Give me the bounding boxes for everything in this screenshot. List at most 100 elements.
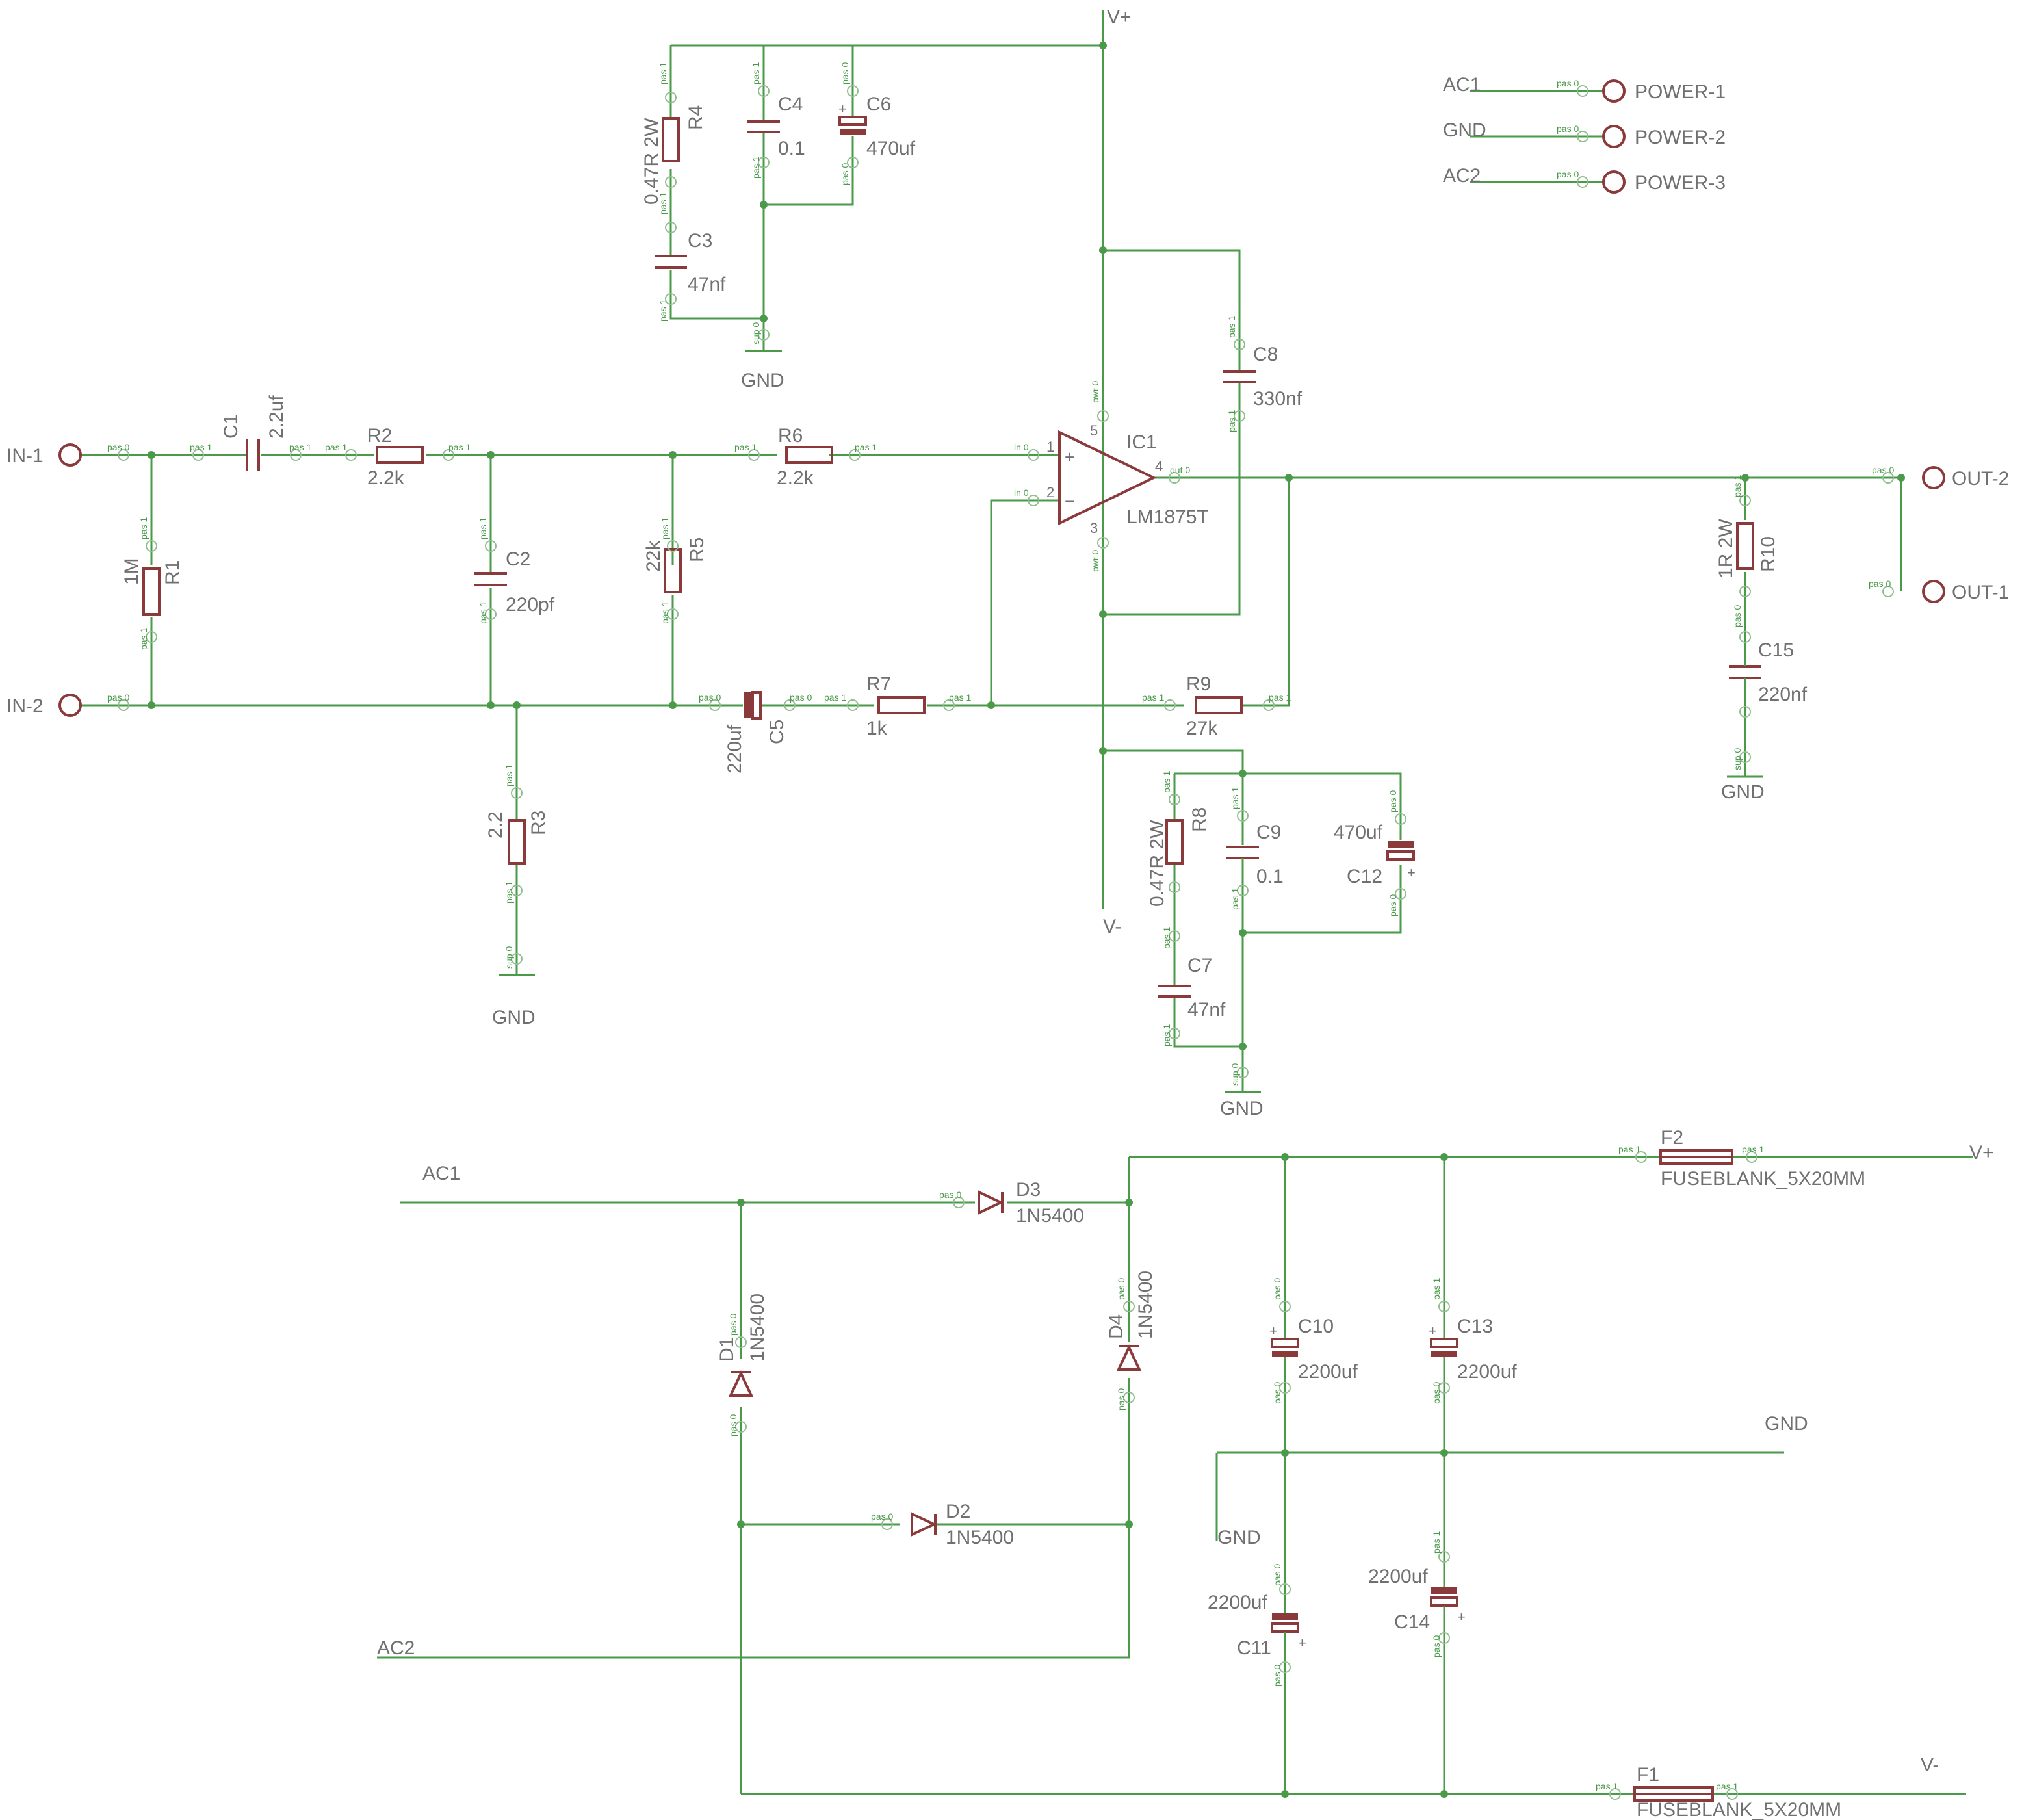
label-d1-name: D1: [716, 1337, 738, 1362]
label-r4-name: R4: [685, 105, 706, 130]
capacitor-c7: [1158, 975, 1191, 1008]
svg-text:pas 1: pas 1: [751, 157, 761, 179]
svg-text:pas 0: pas 0: [1272, 1665, 1282, 1687]
label-c14-plus: +: [1457, 1609, 1466, 1625]
svg-text:pas 1: pas 1: [504, 881, 514, 904]
label-r6-name: R6: [778, 425, 803, 447]
diode-d3: [978, 1190, 1004, 1216]
svg-text:pas 1: pas 1: [448, 442, 471, 452]
resistor-r5: [664, 548, 682, 593]
svg-text:pas 0: pas 0: [790, 692, 812, 703]
label-gnd-bus-right: GND: [1765, 1413, 1808, 1435]
label-f1-value: FUSEBLANK_5X20MM: [1637, 1799, 1841, 1820]
label-out1: OUT-1: [1952, 582, 2009, 603]
resistor-r8: [1165, 819, 1184, 864]
terminal-in1[interactable]: [58, 443, 82, 467]
svg-text:pas 1: pas 1: [138, 517, 149, 540]
svg-text:pas 1: pas 1: [1431, 1278, 1442, 1300]
label-f2-value: FUSEBLANK_5X20MM: [1661, 1168, 1865, 1190]
label-c1-value: 2.2uf: [266, 395, 287, 439]
label-ac1-power: AC1: [1443, 74, 1481, 96]
label-r5-value: 22k: [643, 540, 664, 572]
label-ic1-pin4: 4: [1155, 458, 1163, 474]
label-c10-name: C10: [1298, 1316, 1334, 1337]
svg-text:pas 0: pas 0: [871, 1511, 893, 1522]
resistor-r3: [508, 819, 526, 864]
label-power1: POWER-1: [1635, 81, 1726, 103]
svg-text:pas 0: pas 0: [1272, 1382, 1282, 1404]
label-gnd-c4: GND: [741, 370, 784, 391]
svg-text:pas 0: pas 0: [1388, 894, 1398, 916]
label-c14-name: C14: [1394, 1611, 1430, 1633]
terminal-out1[interactable]: [1922, 580, 1945, 603]
label-c9-name: C9: [1256, 822, 1281, 843]
resistor-r1: [142, 567, 161, 616]
svg-text:pas 1: pas 1: [660, 602, 670, 624]
terminal-out2[interactable]: [1922, 466, 1945, 489]
label-gnd-bus-left: GND: [1217, 1527, 1261, 1548]
label-ic1-value: LM1875T: [1126, 506, 1209, 528]
svg-text:pas 1: pas 1: [658, 192, 668, 214]
svg-text:pas 1: pas 1: [1732, 475, 1743, 497]
svg-text:pwr 0: pwr 0: [1090, 550, 1100, 572]
label-d1-value: 1N5400: [747, 1294, 768, 1362]
svg-text:pas 1: pas 1: [855, 442, 877, 452]
label-c4-name: C4: [778, 94, 803, 115]
label-c10-value: 2200uf: [1298, 1361, 1358, 1383]
terminal-in2[interactable]: [58, 694, 82, 717]
label-c11-name: C11: [1237, 1637, 1271, 1659]
terminal-power1[interactable]: [1602, 79, 1626, 103]
svg-text:pas 0: pas 0: [1116, 1278, 1126, 1300]
svg-text:pas 0: pas 0: [1872, 465, 1894, 475]
label-ac2-power: AC2: [1443, 165, 1481, 187]
label-vplus-top: V+: [1107, 6, 1132, 28]
capacitor-c9: [1226, 846, 1259, 871]
pin-labels: pas 0 pas 1 pas 1 pas 1 pas 1 pas 1 pas …: [107, 62, 1894, 1791]
svg-text:pas 1: pas 1: [190, 442, 212, 452]
capacitor-c6: [838, 110, 867, 143]
label-c12-name: C12: [1347, 866, 1382, 887]
label-c12-value: 470uf: [1334, 822, 1383, 843]
capacitor-c15: [1729, 656, 1761, 689]
label-r8-value: 0.47R 2W: [1147, 820, 1168, 907]
label-d2-name: D2: [946, 1501, 970, 1522]
fuse-f2: [1659, 1149, 1733, 1165]
label-r1-name: R1: [162, 560, 183, 585]
svg-text:pas 0: pas 0: [1272, 1278, 1282, 1300]
label-c6-value: 470uf: [866, 138, 916, 159]
svg-text:pas 0: pas 0: [1431, 1382, 1442, 1404]
svg-text:pas 1: pas 1: [1716, 1781, 1738, 1791]
opamp-ic1: [1058, 430, 1157, 526]
svg-text:pas 1: pas 1: [1230, 787, 1240, 809]
label-d4-value: 1N5400: [1135, 1271, 1156, 1339]
terminal-power2[interactable]: [1602, 125, 1626, 148]
svg-text:pas 1: pas 1: [138, 628, 149, 650]
label-c8-name: C8: [1253, 344, 1278, 365]
resistor-r6: [785, 446, 833, 464]
label-c13-plus: +: [1429, 1323, 1437, 1339]
junction-dots: [148, 42, 1905, 1798]
label-r5-name: R5: [686, 538, 708, 562]
svg-text:pas 1: pas 1: [824, 692, 846, 703]
label-gnd-power: GND: [1443, 120, 1486, 141]
label-d3-name: D3: [1016, 1179, 1041, 1201]
label-ic1-plus: +: [1065, 447, 1074, 467]
resistor-r2: [376, 446, 424, 464]
label-c15-name: C15: [1758, 640, 1794, 661]
label-c2-value: 220pf: [506, 594, 555, 616]
label-c7-name: C7: [1187, 955, 1212, 976]
svg-text:pas 0: pas 0: [1732, 605, 1743, 627]
terminal-power3[interactable]: [1602, 170, 1626, 194]
label-r2-name: R2: [367, 425, 392, 447]
label-r7-name: R7: [866, 673, 891, 695]
svg-text:out 0: out 0: [1170, 465, 1190, 475]
resistors: [142, 117, 1754, 864]
svg-text:pas 1: pas 1: [1618, 1144, 1640, 1154]
svg-text:pas 0: pas 0: [1431, 1635, 1442, 1658]
svg-text:pas 1: pas 1: [1226, 316, 1237, 338]
label-in1: IN-1: [6, 445, 44, 467]
label-in2: IN-2: [6, 696, 44, 717]
label-c5-value: 220uf: [724, 724, 745, 774]
svg-text:sup 0: sup 0: [1230, 1063, 1240, 1086]
